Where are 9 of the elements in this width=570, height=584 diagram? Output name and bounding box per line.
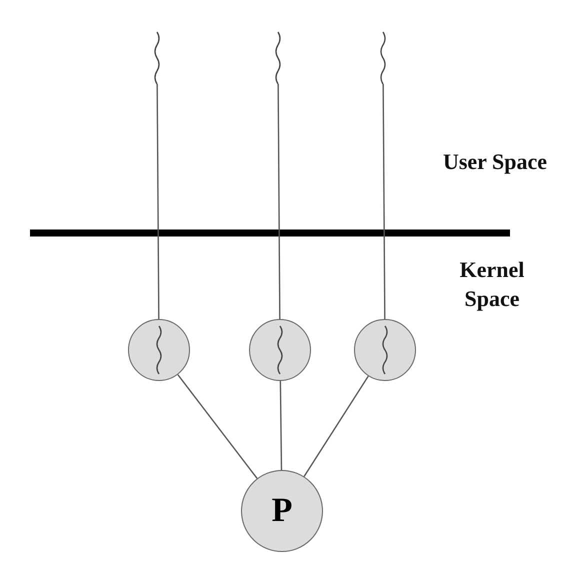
- region-label: User Space: [442, 148, 548, 176]
- connector-line: [156, 84, 160, 319]
- connector-line: [280, 381, 282, 470]
- connector-line: [382, 84, 386, 319]
- process-label: P: [272, 492, 292, 530]
- connector-line: [278, 84, 280, 319]
- region-label: Kernel Space: [458, 256, 526, 313]
- connector-line: [304, 376, 369, 477]
- connector-line: [177, 374, 258, 479]
